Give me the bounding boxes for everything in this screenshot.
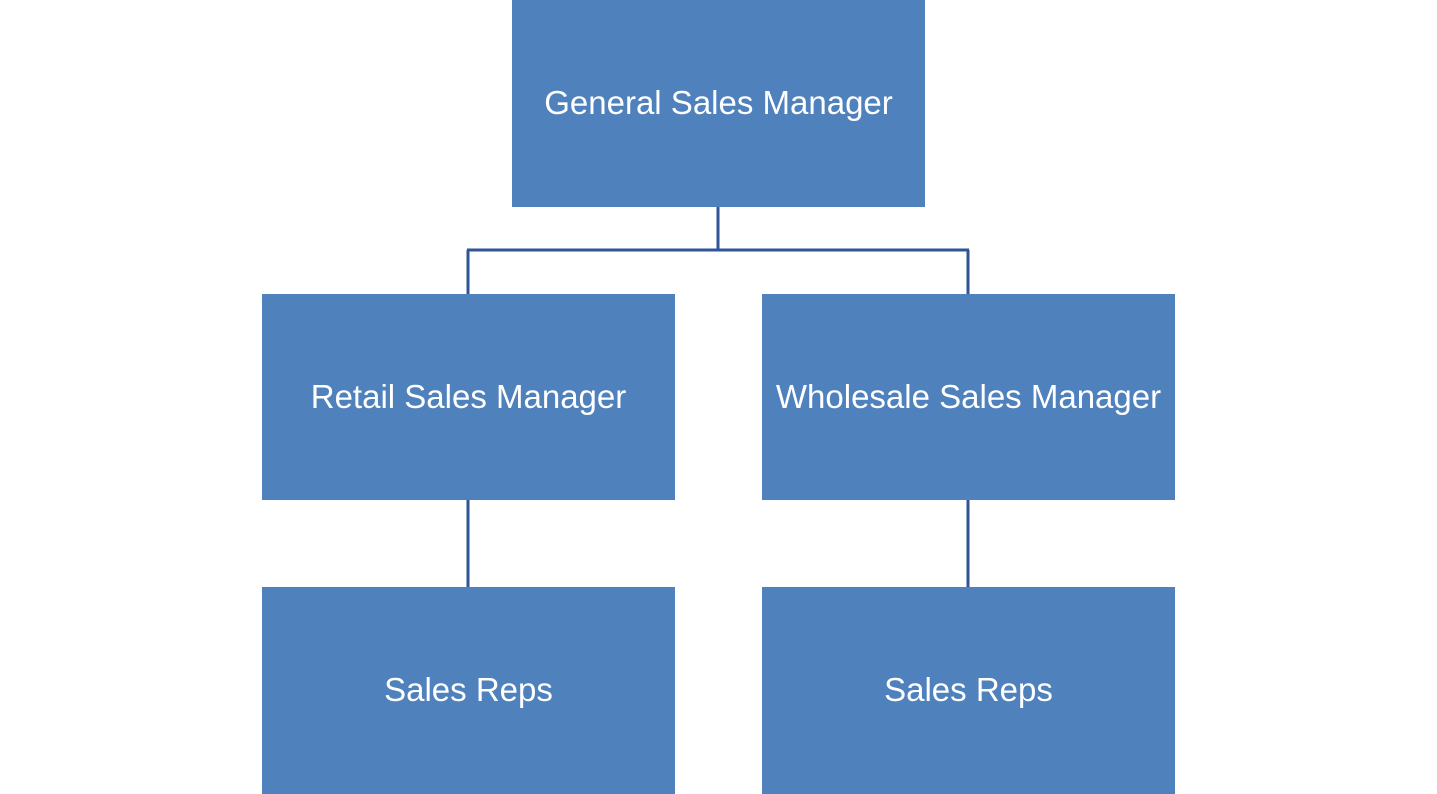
general-sales-manager-box: General Sales Manager	[512, 0, 925, 207]
wholesale-sales-manager-label: Wholesale Sales Manager	[775, 377, 1162, 415]
wholesale-sales-manager-box: Wholesale Sales Manager	[762, 294, 1175, 500]
retail-sales-reps-label: Sales Reps	[384, 671, 553, 709]
retail-sales-manager-box: Retail Sales Manager	[262, 294, 675, 500]
general-sales-manager-label: General Sales Manager	[544, 84, 893, 122]
retail-sales-reps-box: Sales Reps	[262, 587, 675, 794]
wholesale-sales-reps-label: Sales Reps	[884, 671, 1053, 709]
retail-sales-manager-label: Retail Sales Manager	[310, 377, 627, 415]
wholesale-sales-reps-box: Sales Reps	[762, 587, 1175, 794]
